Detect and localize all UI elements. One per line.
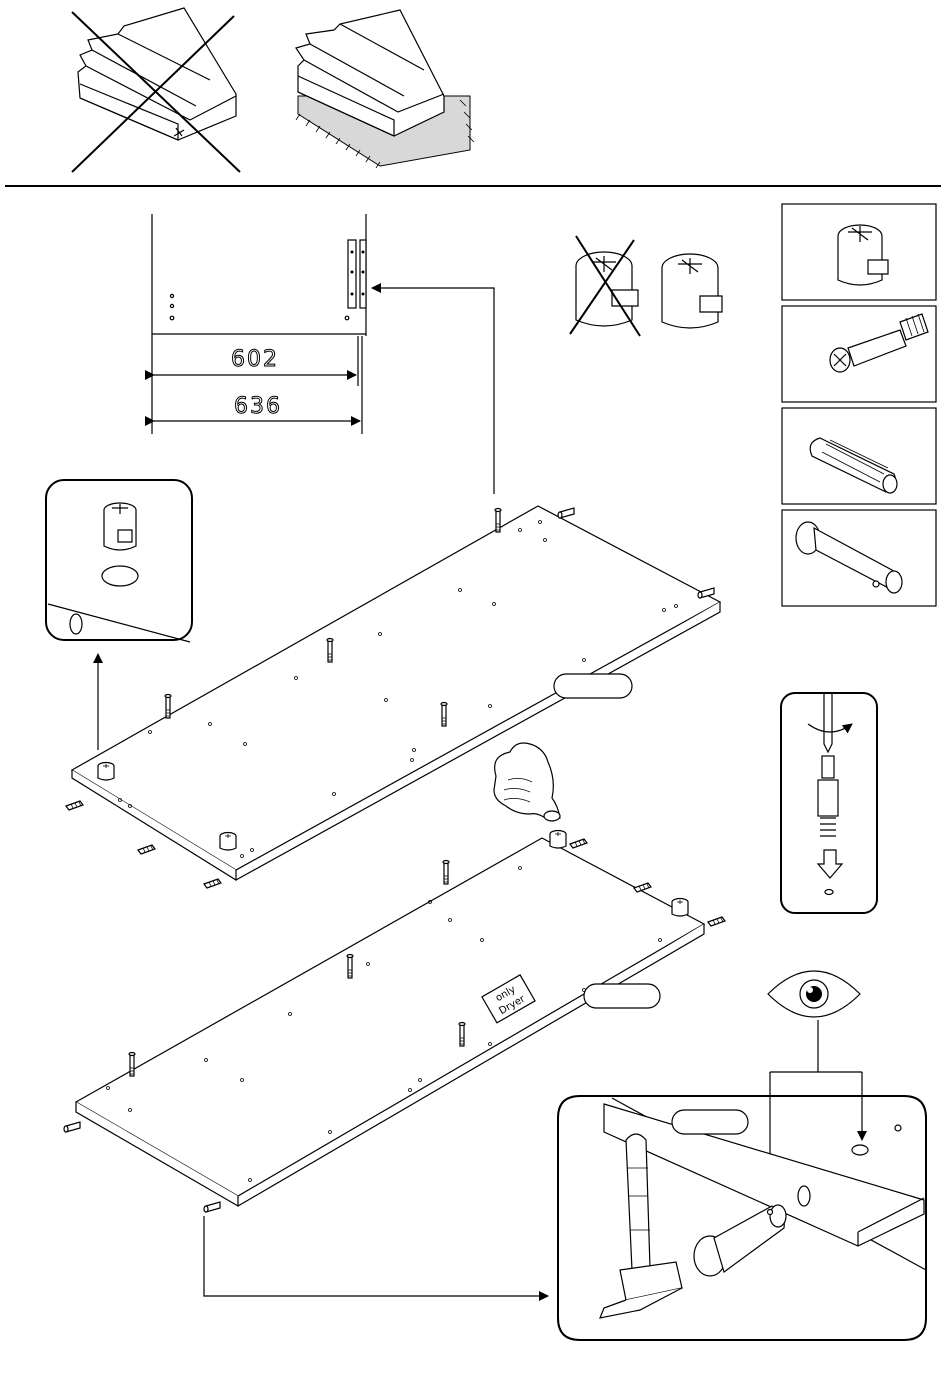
wrong-storage-illustration — [72, 8, 240, 172]
screw-in-detail — [781, 693, 877, 913]
hinge-plate — [348, 240, 366, 308]
dimension-drawing: 602 636 — [152, 214, 494, 494]
dimension-636-label: 636 — [234, 394, 282, 419]
hammer-pin-detail — [558, 1096, 926, 1340]
detail-part-tag — [672, 1110, 748, 1134]
correct-storage-illustration — [296, 10, 474, 168]
upper-panel — [66, 506, 720, 888]
upper-panel-part-tag — [554, 674, 632, 698]
part-box-dowel — [782, 408, 936, 504]
parts-list — [782, 204, 936, 606]
shelf-pin-icon — [796, 522, 902, 593]
cam-orientation-comparison — [570, 236, 722, 336]
lower-panel-part-tag — [584, 984, 660, 1008]
correct-cam-orientation — [662, 254, 722, 328]
cam-bolt-icon — [830, 314, 928, 372]
cam-lock-icon — [838, 225, 888, 285]
wood-dowel-icon — [810, 438, 897, 493]
shelf-pin-insert-icon — [694, 1205, 786, 1276]
eye-icon — [768, 971, 860, 1017]
dimension-602-label: 602 — [231, 347, 279, 372]
wrong-cam-orientation — [570, 236, 640, 336]
lower-panel: only Dryer — [64, 831, 725, 1297]
hand-icon — [494, 743, 560, 821]
